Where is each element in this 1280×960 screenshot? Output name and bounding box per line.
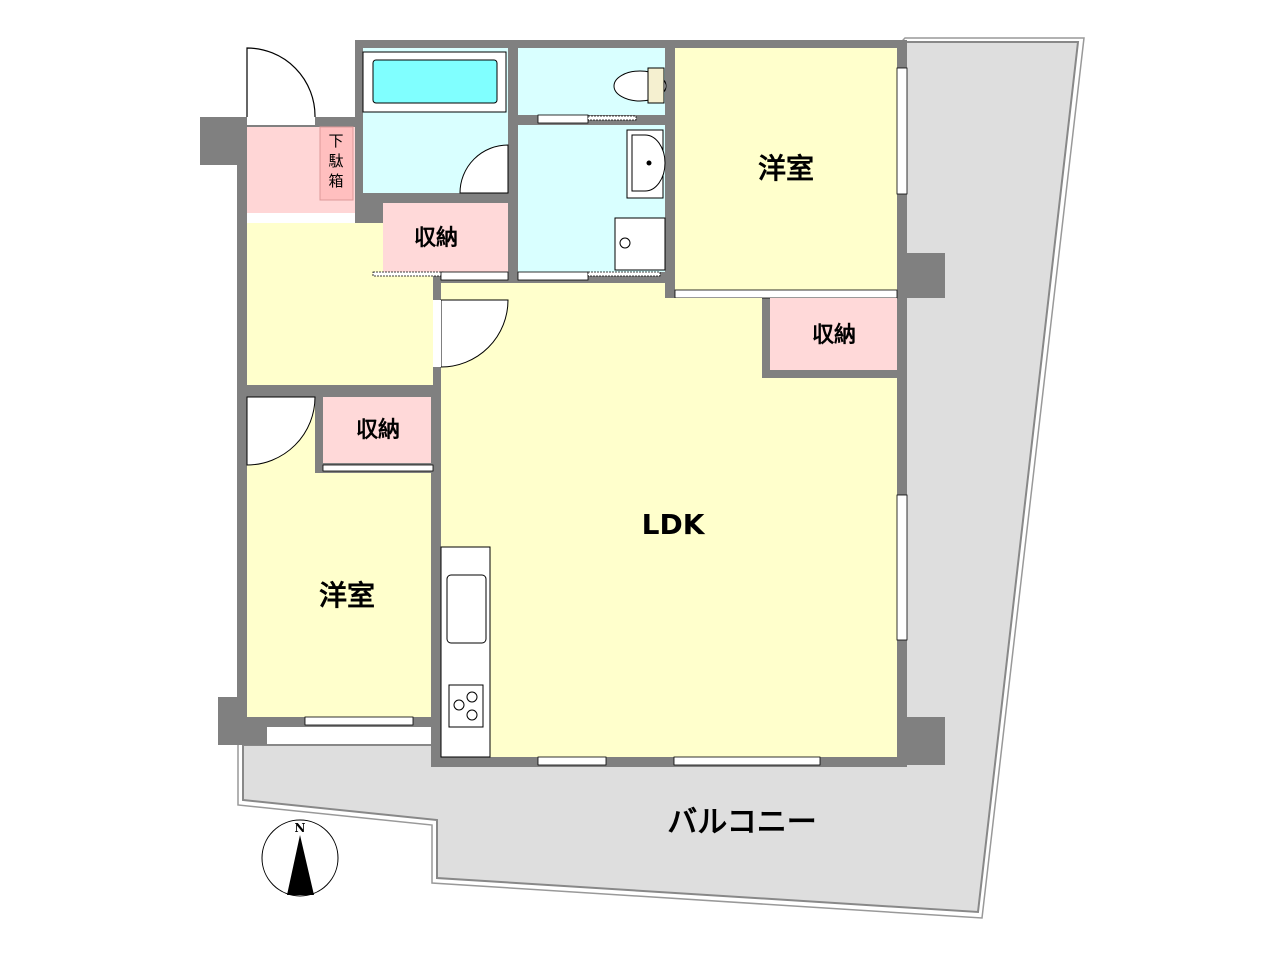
ldk-label: LDK — [642, 508, 706, 541]
pillar — [897, 717, 945, 765]
storage-1 — [383, 203, 508, 272]
storage-2-label: 収納 — [812, 322, 856, 348]
shoe-box-label-3: 箱 — [328, 172, 343, 190]
stove-icon — [448, 684, 484, 728]
shoe-box-label-1: 下 — [328, 132, 343, 150]
window — [537, 756, 607, 766]
window — [896, 494, 908, 641]
window — [673, 756, 821, 766]
north-compass-icon: N — [261, 819, 339, 897]
bathtub — [372, 59, 498, 104]
compass-north-label: N — [295, 821, 306, 835]
storage-3-label: 収納 — [356, 417, 400, 443]
ldk-door[interactable] — [440, 299, 509, 368]
window — [896, 67, 908, 195]
storage-2 — [770, 298, 897, 370]
pillar — [200, 117, 247, 165]
kitchen-sink — [446, 574, 487, 644]
pillar — [905, 253, 945, 298]
shoe-box — [319, 126, 354, 201]
shoe-box-label-2: 駄 — [328, 152, 343, 170]
storage-3 — [323, 397, 431, 463]
storage-1-label: 収納 — [414, 225, 458, 251]
bath-door[interactable] — [459, 144, 509, 194]
western-room-1 — [675, 48, 897, 290]
western-room-1-label: 洋室 — [758, 152, 814, 185]
window — [304, 716, 414, 726]
western-room-2-label: 洋室 — [319, 579, 375, 612]
balcony-label: バルコニー — [667, 805, 816, 840]
western-room-2-door[interactable] — [246, 396, 316, 466]
entrance-door[interactable] — [246, 47, 316, 118]
western-room-2 — [247, 397, 431, 717]
ldk — [441, 283, 897, 757]
